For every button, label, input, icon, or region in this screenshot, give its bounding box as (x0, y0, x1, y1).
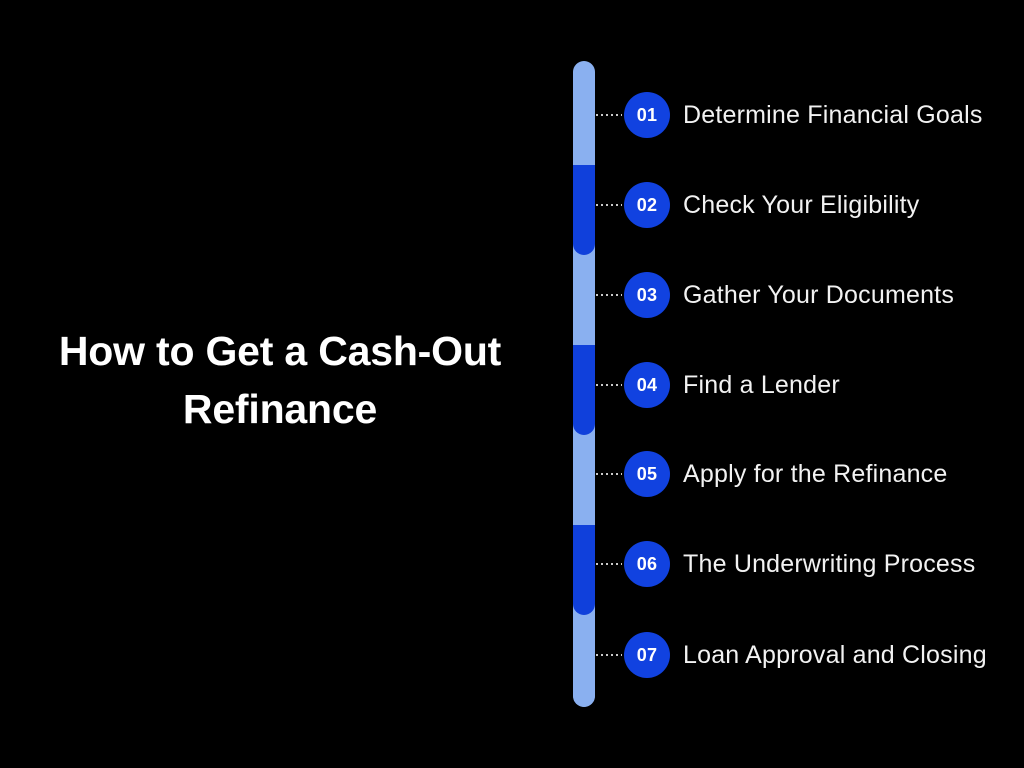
step-label: Find a Lender (683, 370, 840, 399)
step-number-badge: 04 (624, 362, 670, 408)
bar-segment-dark-2 (573, 345, 595, 435)
step-label: Loan Approval and Closing (683, 640, 987, 669)
dotted-connector-icon (596, 114, 622, 116)
step-number-badge: 05 (624, 451, 670, 497)
step-number-badge: 03 (624, 272, 670, 318)
page-title: How to Get a Cash-Out Refinance (58, 328, 502, 432)
dotted-connector-icon (596, 654, 622, 656)
timeline-step-02[interactable]: 02 Check Your Eligibility (596, 182, 919, 228)
step-number-badge: 02 (624, 182, 670, 228)
step-label: Gather Your Documents (683, 280, 955, 309)
timeline-step-01[interactable]: 01 Determine Financial Goals (596, 92, 983, 138)
step-label: Apply for the Refinance (683, 459, 948, 488)
dotted-connector-icon (596, 473, 622, 475)
timeline-progress-bar (573, 61, 595, 707)
step-number-badge: 07 (624, 632, 670, 678)
dotted-connector-icon (596, 294, 622, 296)
timeline-step-06[interactable]: 06 The Underwriting Process (596, 541, 975, 587)
bar-segment-light-2 (573, 255, 595, 345)
step-label: Determine Financial Goals (683, 100, 983, 129)
bar-segment-light-4 (573, 615, 595, 707)
dotted-connector-icon (596, 563, 622, 565)
step-number-badge: 01 (624, 92, 670, 138)
step-label: Check Your Eligibility (683, 190, 920, 219)
timeline-step-07[interactable]: 07 Loan Approval and Closing (596, 632, 987, 678)
title-block: How to Get a Cash-Out Refinance (24, 322, 536, 438)
dotted-connector-icon (596, 204, 622, 206)
timeline-step-04[interactable]: 04 Find a Lender (596, 362, 840, 408)
step-number-badge: 06 (624, 541, 670, 587)
bar-segment-dark-3 (573, 525, 595, 615)
dotted-connector-icon (596, 384, 622, 386)
bar-segment-light-3 (573, 435, 595, 525)
bar-segment-dark-1 (573, 165, 595, 255)
step-label: The Underwriting Process (683, 549, 976, 578)
timeline-step-05[interactable]: 05 Apply for the Refinance (596, 451, 947, 497)
timeline-step-03[interactable]: 03 Gather Your Documents (596, 272, 954, 318)
